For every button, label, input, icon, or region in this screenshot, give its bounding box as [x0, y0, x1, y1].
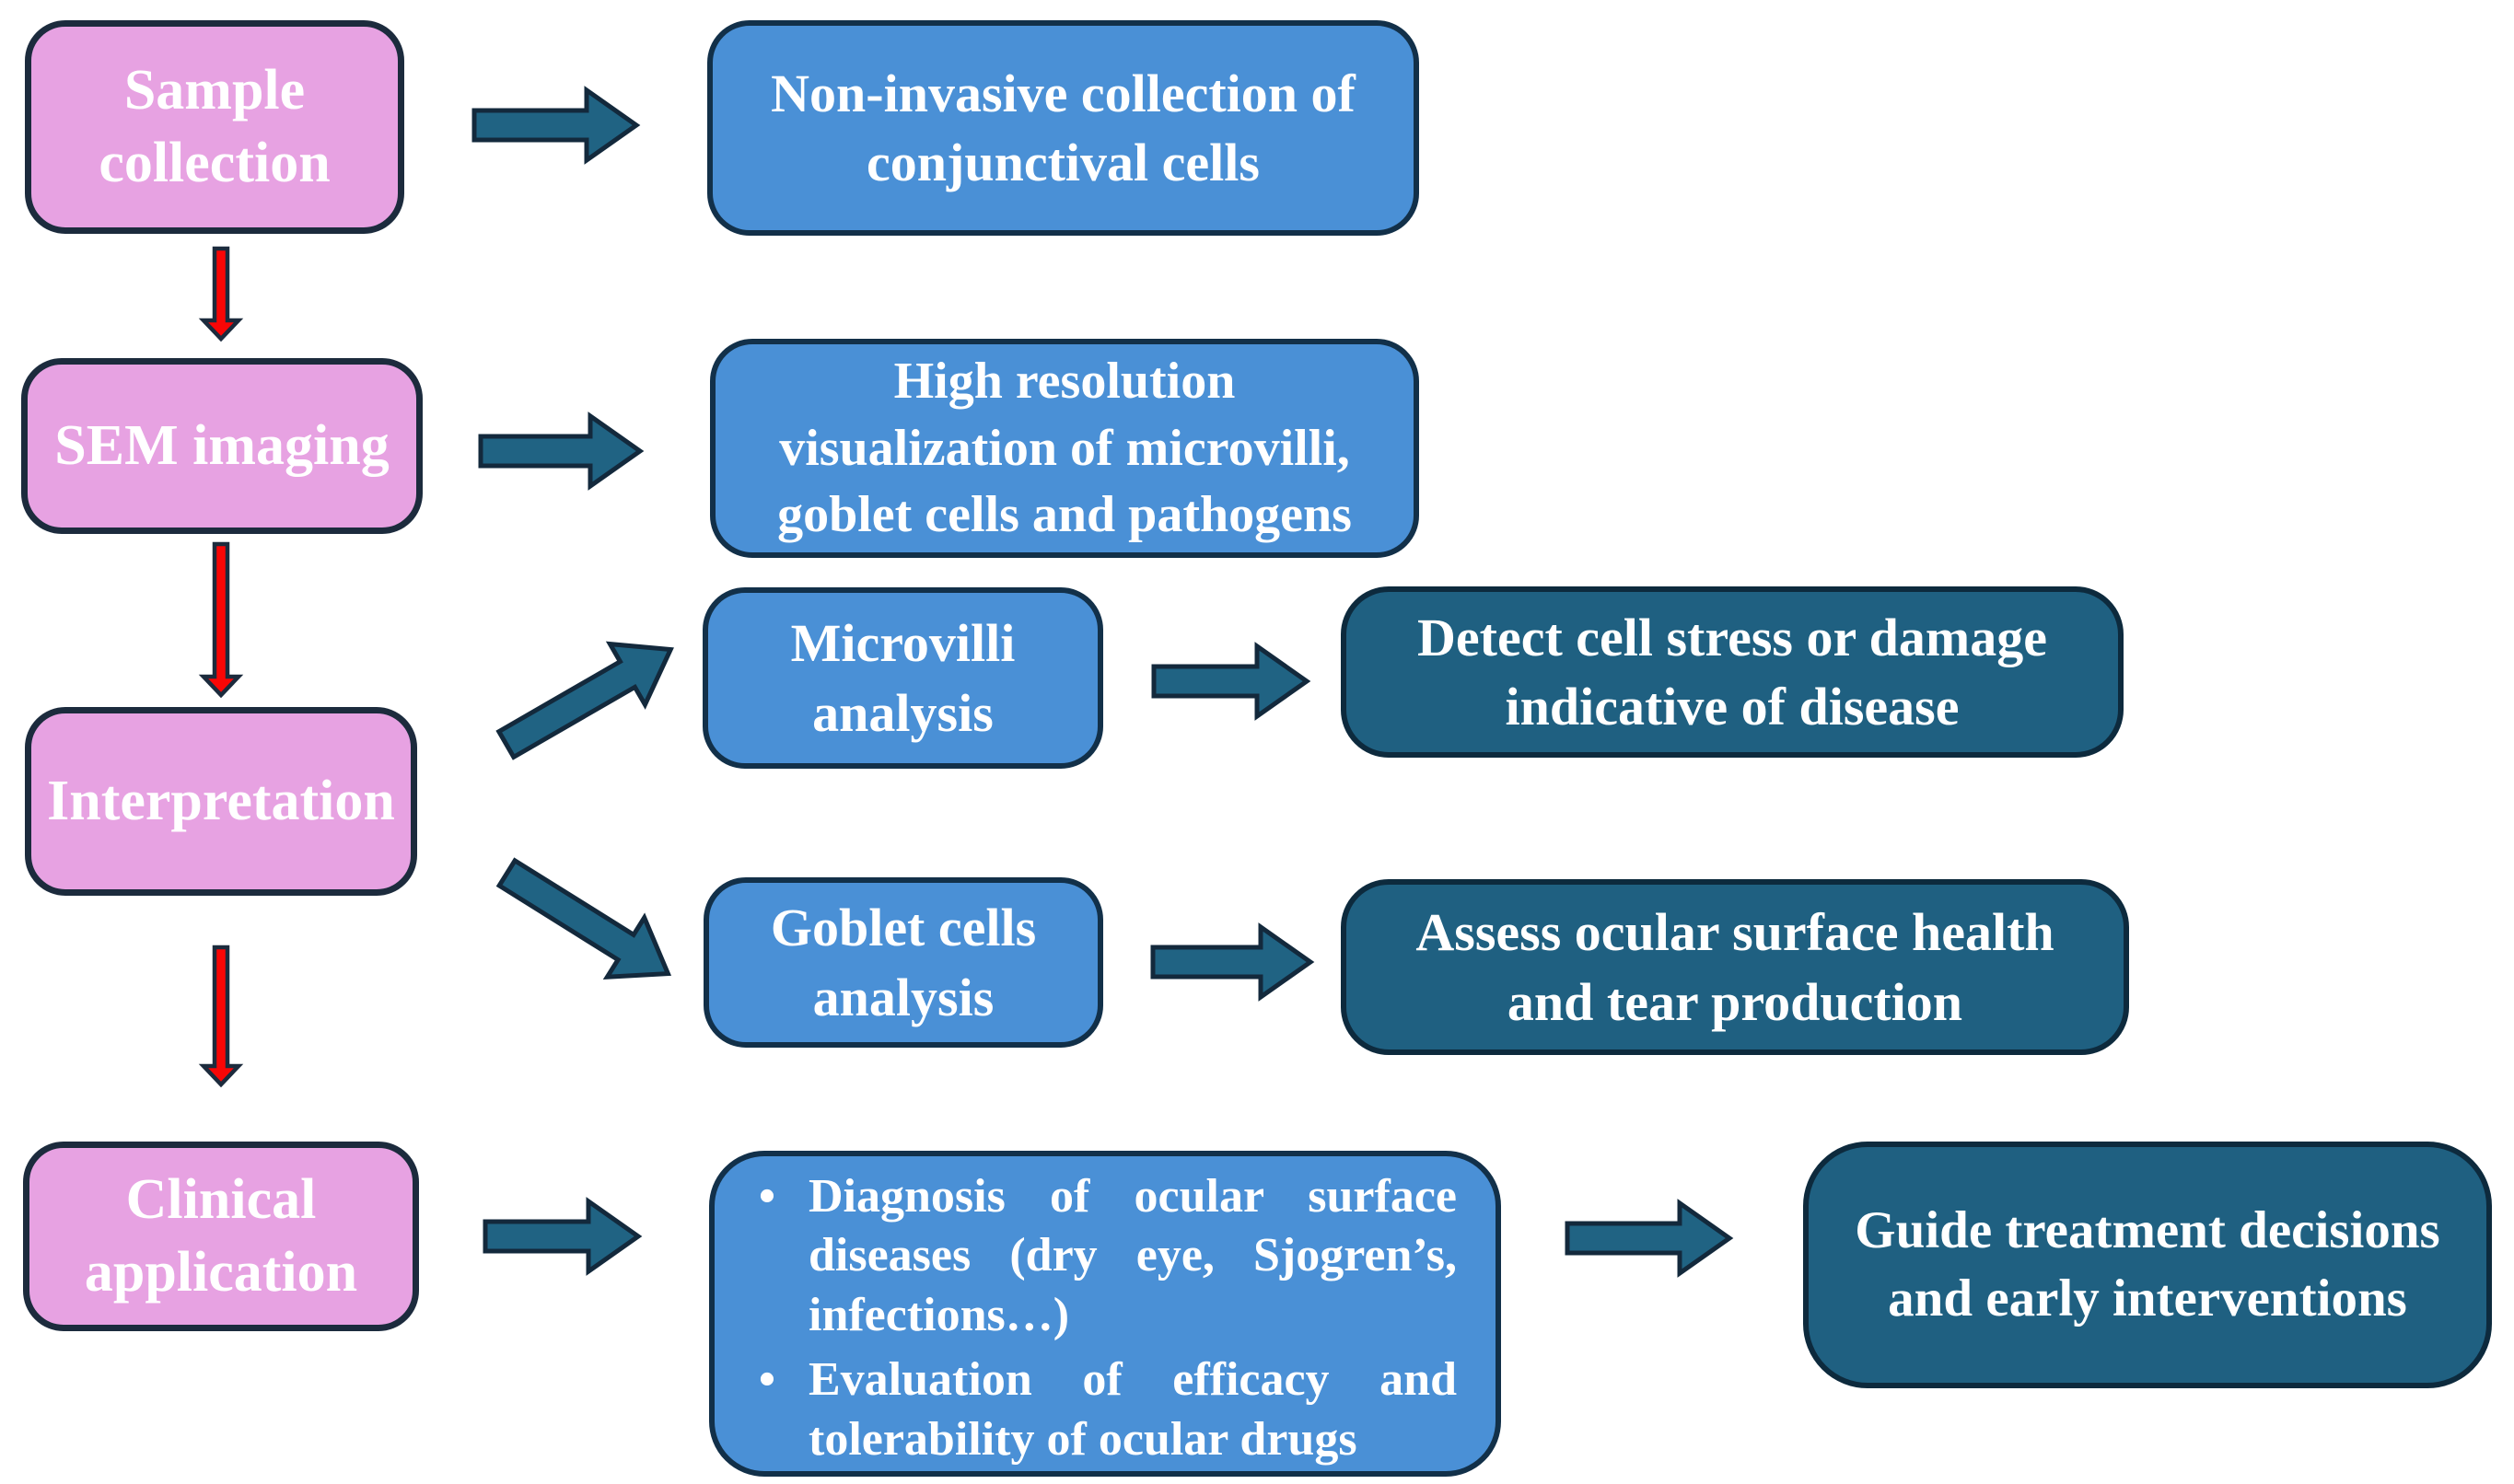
stage-box-sample-collection: Sample collection [25, 20, 404, 234]
clinical-applications-box: • Diagnosis of ocular surface diseases (… [709, 1151, 1501, 1477]
analysis-box-microvilli: Microvilli analysis [703, 587, 1103, 769]
bullet-icon: • [758, 1169, 776, 1223]
right-arrow-microvilli-to-detect-icon [1151, 642, 1311, 721]
result-label-assess-ocular-surface: Assess ocular surface health and tear pr… [1415, 902, 2054, 1032]
right-arrow-sem-to-visualization-icon [478, 412, 645, 491]
analysis-label-goblet-cells: Goblet cells analysis [770, 898, 1037, 1027]
list-item: • Evaluation of efficacy and tolerabilit… [751, 1351, 1457, 1469]
outcome-label-high-resolution-visualization: High resolution visualization of microvi… [777, 352, 1352, 544]
diagonal-up-arrow-interpretation-to-microvilli-icon [495, 641, 674, 760]
result-box-assess-ocular-surface: Assess ocular surface health and tear pr… [1341, 879, 2129, 1055]
stage-box-interpretation: Interpretation [25, 707, 417, 896]
right-arrow-clinical-to-applications-icon [483, 1197, 643, 1276]
stage-label-clinical-application: Clinical application [84, 1168, 358, 1304]
outcome-label-noninvasive-collection: Non-invasive collection of conjunctival … [771, 63, 1356, 192]
red-down-arrow-sem-to-interpretation-icon [198, 541, 244, 699]
analysis-label-microvilli: Microvilli analysis [790, 613, 1016, 743]
right-arrow-sample-to-collection-icon [471, 86, 641, 165]
result-box-guide-treatment: Guide treatment decisions and early inte… [1803, 1142, 2492, 1388]
stage-box-sem-imaging: SEM imaging [21, 358, 423, 534]
bullet-icon: • [758, 1353, 776, 1407]
analysis-box-goblet-cells: Goblet cells analysis [704, 877, 1103, 1048]
stage-label-interpretation: Interpretation [47, 770, 395, 833]
diagonal-down-arrow-interpretation-to-goblet-icon [495, 857, 672, 980]
outcome-box-noninvasive-collection: Non-invasive collection of conjunctival … [707, 20, 1419, 236]
outcome-box-high-resolution-visualization: High resolution visualization of microvi… [710, 339, 1419, 558]
stage-box-clinical-application: Clinical application [23, 1142, 419, 1331]
red-down-arrow-sample-to-sem-icon [198, 246, 244, 342]
result-label-guide-treatment: Guide treatment decisions and early inte… [1855, 1200, 2440, 1327]
stage-label-sample-collection: Sample collection [99, 59, 331, 194]
list-item: • Diagnosis of ocular surface diseases (… [751, 1167, 1457, 1345]
red-down-arrow-interpretation-to-clinical-icon [198, 945, 244, 1088]
stage-label-sem-imaging: SEM imaging [54, 414, 390, 478]
result-box-detect-cell-stress: Detect cell stress or damage indicative … [1341, 586, 2124, 758]
clinical-application-bullet-1: Diagnosis of ocular surface diseases (dr… [809, 1169, 1457, 1341]
right-arrow-goblet-to-assess-icon [1150, 922, 1315, 1002]
clinical-application-bullet-2: Evaluation of efficacy and tolerability … [809, 1353, 1457, 1466]
right-arrow-applications-to-guide-icon [1565, 1199, 1734, 1278]
result-label-detect-cell-stress: Detect cell stress or damage indicative … [1417, 607, 2047, 736]
